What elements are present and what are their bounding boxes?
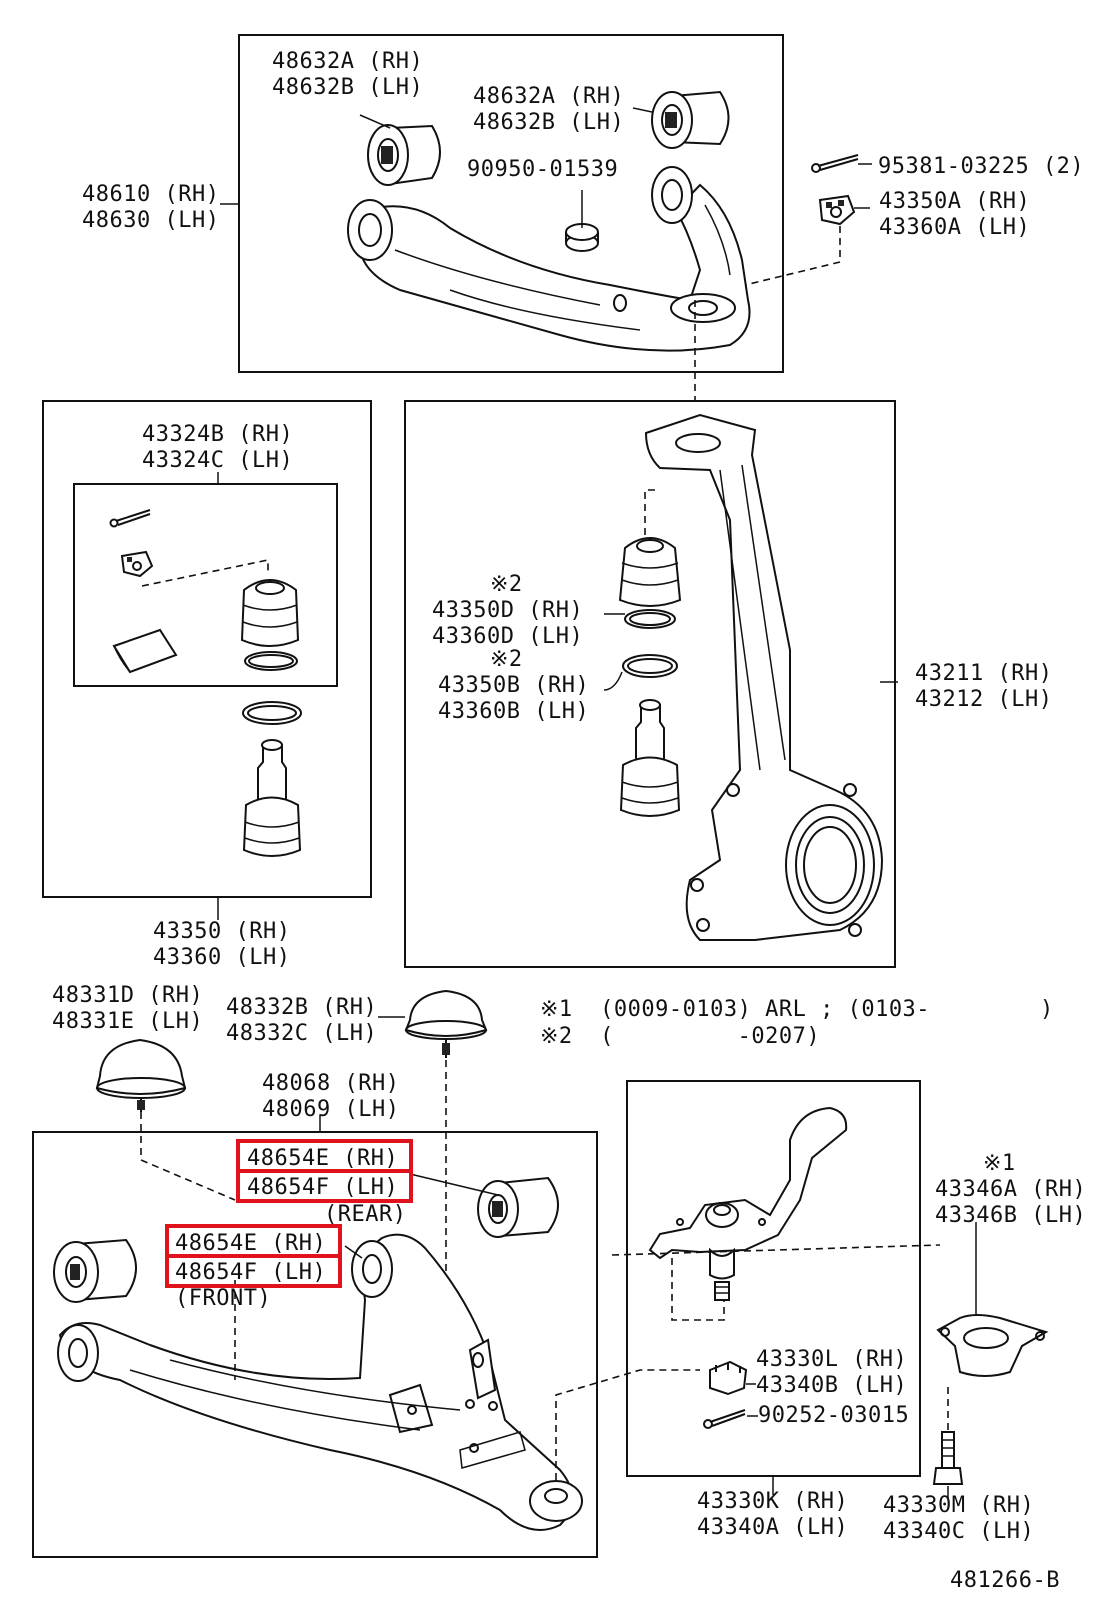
dust-shield — [936, 1314, 1049, 1377]
label-cotter-pin-low: 90252-03015 — [758, 1403, 909, 1428]
label-nut-low-rh: 43330L (RH) — [756, 1347, 907, 1372]
knuckle-frame — [404, 400, 896, 968]
lower-ball-joint — [648, 1106, 848, 1301]
highlight-front-lh — [165, 1254, 342, 1288]
knuckle-ring — [624, 609, 676, 629]
upper-control-arm — [347, 166, 751, 352]
label-upper-bushing-r-lh: 48632B (LH) — [473, 110, 624, 135]
label-boot-rh: 43350D (RH) — [432, 598, 583, 623]
label-note2-line: ※2 ( -0207) — [540, 1024, 820, 1049]
lower-castle-nut — [709, 1360, 748, 1396]
kit-cotter-pin — [109, 509, 151, 528]
kit-castle-nut — [120, 550, 154, 578]
label-rear-bushing-rh: 48654E (RH) — [247, 1146, 398, 1171]
label-front-tag: (FRONT) — [175, 1286, 271, 1311]
label-upper-bushing-l-rh: 48632A (RH) — [272, 49, 423, 74]
label-bolt-rh: 43330M (RH) — [883, 1493, 1034, 1518]
label-upper-bushing-l-lh: 48632B (LH) — [272, 75, 423, 100]
ball-joint-kit-frame — [42, 400, 372, 898]
label-kit-lh: 43324C (LH) — [142, 448, 293, 473]
bumper-right — [404, 989, 488, 1058]
label-shield-rh: 43346A (RH) — [935, 1177, 1086, 1202]
label-upper-arm-lh: 48630 (LH) — [82, 208, 219, 233]
lower-control-arm — [57, 1233, 583, 1531]
label-front-bushing-rh: 48654E (RH) — [175, 1231, 326, 1256]
lower-rear-bushing — [477, 1176, 559, 1238]
label-nut-top-lh: 43360A (LH) — [879, 215, 1030, 240]
label-note2-a: ※2 — [490, 572, 523, 597]
ball-joint-snap-ring — [242, 701, 302, 725]
lower-cotter-pin — [703, 1409, 746, 1429]
label-nut-top-rh: 43350A (RH) — [879, 189, 1030, 214]
ball-joint-kit-inner-frame — [73, 483, 338, 687]
label-note2-b: ※2 — [490, 647, 523, 672]
label-lower-ball-joint-lh: 43360 (LH) — [153, 945, 290, 970]
label-rear-tag: (REAR) — [324, 1202, 406, 1227]
label-rear-bushing-lh: 48654F (LH) — [247, 1175, 398, 1200]
steering-knuckle — [644, 413, 884, 941]
lower-arm-frame — [32, 1131, 598, 1558]
label-shield-lh: 43346B (LH) — [935, 1203, 1086, 1228]
highlight-rear-lh — [236, 1169, 413, 1203]
label-lower-arm-rh: 48068 (RH) — [262, 1071, 399, 1096]
label-boot-lh: 43360D (LH) — [432, 624, 583, 649]
label-bumper-r-lh: 48332C (LH) — [226, 1021, 377, 1046]
label-upper-bushing-r-rh: 48632A (RH) — [473, 84, 624, 109]
label-knuckle-rh: 43211 (RH) — [915, 661, 1052, 686]
kit-dust-boot — [240, 579, 300, 647]
label-cotter-pin-top: 95381-03225 (2) — [878, 154, 1084, 179]
castle-nut-top — [818, 194, 856, 226]
knuckle-dust-boot — [618, 537, 682, 607]
label-ring-lh: 43360B (LH) — [438, 699, 589, 724]
label-nut-low-lh: 43340B (LH) — [756, 1373, 907, 1398]
lower-front-bushing — [53, 1238, 137, 1303]
kit-ring-inner — [244, 651, 298, 671]
mounting-bolt — [932, 1431, 964, 1485]
label-ring-rh: 43350B (RH) — [438, 673, 589, 698]
label-bumper-l-lh: 48331E (LH) — [52, 1009, 203, 1034]
kit-grease-pack — [112, 628, 178, 674]
plug-part — [565, 223, 599, 252]
label-lower-arm-lh: 48069 (LH) — [262, 1097, 399, 1122]
label-note1-line: ※1 (0009-0103) ARL ; (0103- ) — [540, 997, 1054, 1022]
label-kit-rh: 43324B (RH) — [142, 422, 293, 447]
label-upper-arm-rh: 48610 (RH) — [82, 182, 219, 207]
label-bumper-l-rh: 48331D (RH) — [52, 983, 203, 1008]
label-lower-ball-lh: 43340A (LH) — [697, 1515, 848, 1540]
label-bolt-lh: 43340C (LH) — [883, 1519, 1034, 1544]
diagram-id: 481266-B — [950, 1568, 1060, 1593]
cotter-pin-top — [811, 154, 859, 173]
ball-joint-stud — [242, 739, 302, 857]
label-front-bushing-lh: 48654F (LH) — [175, 1260, 326, 1285]
label-lower-ball-joint-rh: 43350 (RH) — [153, 919, 290, 944]
label-lower-ball-rh: 43330K (RH) — [697, 1489, 848, 1514]
bumper-left — [95, 1038, 187, 1112]
label-plug: 90950-01539 — [467, 157, 618, 182]
label-bumper-r-rh: 48332B (RH) — [226, 995, 377, 1020]
label-note1-c: ※1 — [983, 1151, 1016, 1176]
upper-bushing-left — [367, 124, 441, 186]
label-knuckle-lh: 43212 (LH) — [915, 687, 1052, 712]
upper-bushing-right — [651, 90, 730, 149]
knuckle-ball-joint — [619, 699, 681, 817]
knuckle-snap-ring — [622, 654, 678, 678]
